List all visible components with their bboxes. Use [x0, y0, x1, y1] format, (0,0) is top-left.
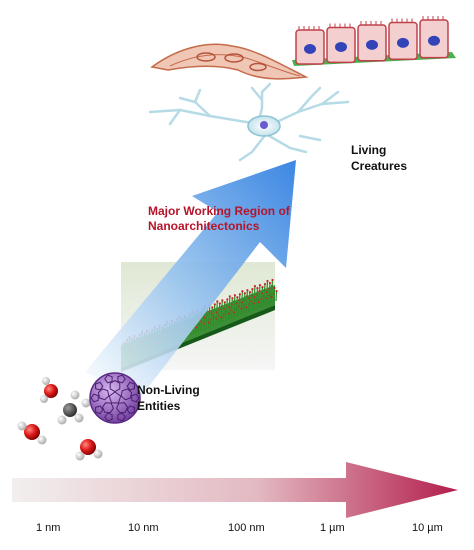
scale-tick-label: 10 nm	[128, 522, 159, 534]
living-label-line1: Living	[351, 143, 387, 157]
scale-tick-label: 1 nm	[36, 522, 61, 534]
water-molecule-icon	[40, 377, 58, 403]
scale-tick-label: 1 µm	[320, 522, 345, 534]
fullerene-icon	[89, 372, 141, 424]
living-creatures-label: Living Creatures	[351, 142, 407, 174]
nonliving-label-line2: Entities	[137, 399, 181, 413]
scale-tick-label: 10 µm	[412, 522, 443, 534]
region-label-line1: Major Working Region of	[148, 204, 290, 218]
living-label-line2: Creatures	[351, 159, 408, 173]
scale-arrow	[12, 462, 458, 518]
water-molecule-icon	[17, 421, 47, 445]
scale-tick-label: 100 nm	[228, 522, 265, 534]
ethanol-molecule-icon	[57, 390, 91, 425]
non-living-entities-label: Non-Living Entities	[137, 382, 200, 414]
working-region-label: Major Working Region of Nanoarchitectoni…	[148, 204, 290, 234]
nonliving-label-line1: Non-Living	[137, 383, 200, 397]
neuron-icon	[148, 82, 350, 162]
growth-arrow	[85, 160, 296, 398]
water-molecule-icon	[75, 439, 103, 461]
fibroblast-cell-icon	[150, 43, 309, 80]
region-label-line2: Nanoarchitectonics	[148, 219, 260, 233]
epithelial-cells-icon	[292, 16, 456, 66]
